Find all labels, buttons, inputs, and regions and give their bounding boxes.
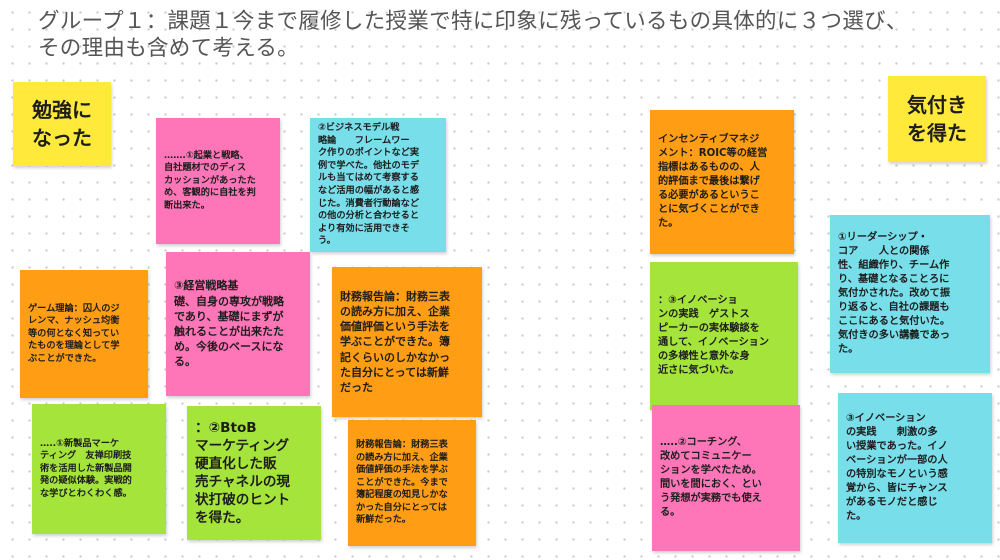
sticky-note-new-product-marketing[interactable]: …..①新製品マーケ ティング 友禅印刷技 術を活用した新製品開 発の疑似体験。… [32, 404, 166, 534]
sticky-note-strategy-discussion[interactable]: …….①起業と戦略、 自社題材でのディス カッションがあったた め、客観的に自社… [156, 118, 280, 244]
note-text: …..①新製品マーケ ティング 友禅印刷技 術を活用した新製品開 発の疑似体験。… [40, 437, 132, 499]
sticky-note-leadership-core[interactable]: ①リーダーシップ・ コア 人との関係 性、組織作り、チーム作 り、基礎となること… [830, 215, 990, 373]
sticky-note-financial-reporting-2[interactable]: 財務報告論：財務三表 の読み方に加え、企業 価値評価の手法を学ぶ ことができた。… [348, 420, 476, 546]
sticky-header-awareness[interactable]: 気付き を得た [888, 76, 986, 162]
note-text: …….①起業と戦略、 自社題材でのディス カッションがあったた め、客観的に自社… [164, 149, 256, 211]
header-learned-text: 勉強に なった [32, 98, 92, 150]
header-awareness-text: 気付き を得た [907, 93, 967, 145]
note-text: ：②BtoB マーケティング 硬直化した販 売チャネルの現 状打破のヒント を得… [195, 420, 291, 526]
sticky-note-game-theory[interactable]: ゲーム理論：囚人のジ レンマ、ナッシュ均衡 等の何となく知ってい たものを理論と… [20, 270, 148, 398]
note-text: 財務報告論：財務三表 の読み方に加え、企業 価値評価という手法を 学ぶことができ… [340, 289, 450, 394]
board-title: グループ１：課題１今まで履修した授業で特に印象に残っているもの具体的に３つ選び、… [38, 9, 908, 61]
note-text: …..②コーチング、 改めてコミュニケー ションを学べたため。 間いを間におく、… [660, 437, 762, 518]
sticky-note-management-strategy[interactable]: ③経営戦略基 礎、自身の専攻が戦略 であり、基礎にまずが 触れることが出来たた … [166, 252, 310, 396]
note-text: 財務報告論：財務三表 の読み方に加え、企業 価値評価の手法を学ぶ ことができた。… [356, 438, 448, 526]
note-text: ゲーム理論：囚人のジ レンマ、ナッシュ均衡 等の何となく知ってい たものを理論と… [28, 302, 120, 364]
note-text: ③経営戦略基 礎、自身の専攻が戦略 であり、基礎にまずが 触れることが出来たた … [174, 279, 284, 369]
note-text: インセンティブマネジ メント：ROIC等の経営 指標はあるものの、人 的評価まで… [658, 134, 768, 229]
sticky-note-innovation-practice[interactable]: ：③イノベーショ ンの実践 ゲストス ピーカーの実体験談を 通して、イノベーショ… [650, 262, 798, 410]
sticky-note-innovation-practice-2[interactable]: ③イノベーション の実践 刺激の多 い授業であった。イノ ベーションが一部の人 … [838, 393, 992, 543]
note-text: ：③イノベーショ ンの実践 ゲストス ピーカーの実体験談を 通して、イノベーショ… [658, 295, 770, 376]
sticky-note-incentive-management[interactable]: インセンティブマネジ メント：ROIC等の経営 指標はあるものの、人 的評価まで… [650, 110, 794, 254]
sticky-note-business-model[interactable]: ②ビジネスモデル戦 略論 フレームワー ク作りのポイントなど実 例で学べた。他社… [310, 118, 446, 252]
note-text: ②ビジネスモデル戦 略論 フレームワー ク作りのポイントなど実 例で学べた。他社… [318, 122, 420, 247]
sticky-header-learned[interactable]: 勉強に なった [13, 82, 111, 166]
sticky-note-btob-marketing[interactable]: ：②BtoB マーケティング 硬直化した販 売チャネルの現 状打破のヒント を得… [187, 406, 321, 540]
sticky-note-coaching[interactable]: …..②コーチング、 改めてコミュニケー ションを学べたため。 間いを間におく、… [652, 405, 800, 551]
sticky-note-financial-reporting[interactable]: 財務報告論：財務三表 の読み方に加え、企業 価値評価という手法を 学ぶことができ… [332, 267, 482, 417]
note-text: ③イノベーション の実践 刺激の多 い授業であった。イノ ベーションが一部の人 … [846, 413, 948, 522]
note-text: ①リーダーシップ・ コア 人との関係 性、組織作り、チーム作 り、基礎となること… [838, 232, 951, 355]
